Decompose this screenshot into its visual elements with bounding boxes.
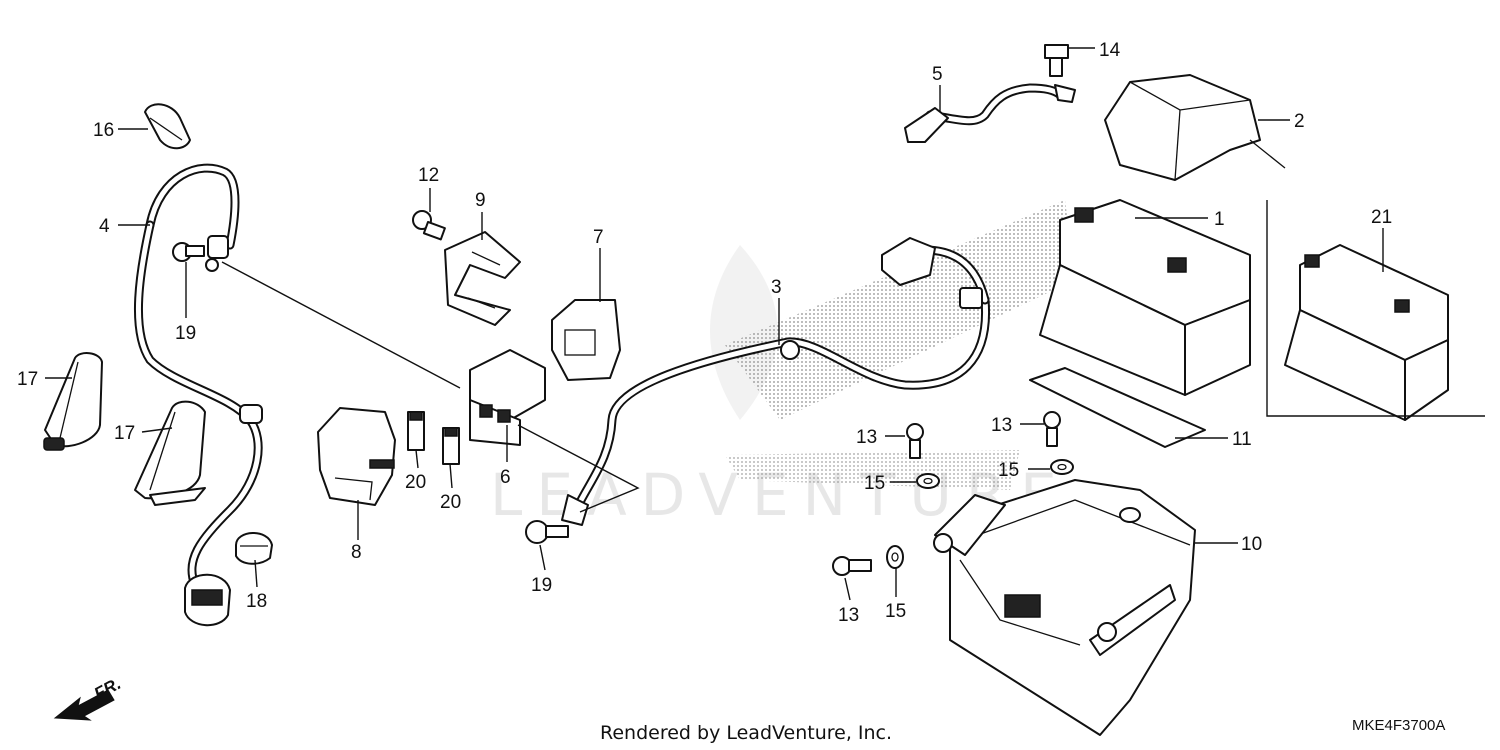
callouts: 1 2 3 4 5 6 7 8 9 10 11 12 13 13 13 14 1…	[17, 40, 1392, 626]
callout-19a: 19	[175, 323, 196, 344]
callout-6: 6	[500, 467, 511, 488]
callout-3: 3	[771, 277, 782, 298]
part-13-bolt-mid	[906, 423, 924, 459]
callout-13b: 13	[991, 415, 1012, 436]
part-11-pad	[1029, 367, 1206, 448]
part-9-bracket	[444, 231, 521, 326]
part-13-bolt-right	[1043, 411, 1061, 447]
callout-11: 11	[1232, 429, 1252, 450]
front-direction-indicator: FR.	[53, 674, 124, 721]
callout-2: 2	[1294, 111, 1305, 132]
part-4-harness	[133, 163, 263, 627]
shading	[725, 200, 1075, 490]
part-20-fuse-a	[407, 411, 425, 451]
part-18-clamp	[235, 532, 273, 565]
part-12-bolt	[412, 210, 446, 241]
part-21-battery	[1284, 244, 1449, 421]
callout-10: 10	[1241, 534, 1262, 555]
part-8-cover	[317, 407, 396, 506]
callout-5: 5	[932, 64, 943, 85]
callout-20a: 20	[405, 472, 426, 493]
part-1-battery	[1039, 199, 1251, 396]
callout-15c: 15	[885, 601, 906, 622]
connection-lines	[221, 261, 640, 513]
callout-17b: 17	[114, 423, 135, 444]
callout-18: 18	[246, 591, 267, 612]
callout-16: 16	[93, 120, 114, 141]
callout-13c: 13	[838, 605, 859, 626]
part-15-washer-right	[1050, 459, 1074, 475]
part-20-fuse-b	[442, 427, 460, 465]
callout-4: 4	[99, 216, 110, 237]
callout-7: 7	[593, 227, 604, 248]
part-16-clamp	[144, 103, 191, 150]
callout-17a: 17	[17, 369, 38, 390]
part-19-bolt-center	[525, 520, 569, 544]
part-15-washer-low	[886, 545, 904, 569]
part-2-cover	[1104, 74, 1286, 181]
part-17-cover-upper	[43, 352, 103, 451]
callout-20b: 20	[440, 492, 461, 513]
part-14-bolt	[1044, 44, 1069, 77]
callout-21: 21	[1371, 207, 1392, 228]
part-7-boot	[551, 299, 621, 381]
front-arrow-icon	[53, 689, 115, 721]
callout-12: 12	[418, 165, 439, 186]
part-10-battery-case	[933, 479, 1196, 736]
part-15-washer-mid	[916, 473, 940, 489]
diagram-code: MKE4F3700A	[1352, 717, 1445, 734]
callout-14: 14	[1099, 40, 1121, 61]
callout-15b: 15	[998, 460, 1019, 481]
callout-19b: 19	[531, 575, 552, 596]
callout-8: 8	[351, 542, 362, 563]
callout-9: 9	[475, 190, 486, 211]
callout-1: 1	[1214, 209, 1225, 230]
part-17-cover-lower	[134, 400, 206, 506]
part-19-bolt-left	[172, 242, 205, 262]
part-6-relay	[469, 349, 546, 446]
part-13-bolt-low	[832, 556, 872, 576]
leader-lines	[45, 47, 1384, 601]
callout-15a: 15	[864, 473, 885, 494]
inset-frame	[1266, 200, 1485, 417]
part-5-cable	[904, 83, 1076, 143]
part-3-cable	[561, 237, 991, 526]
callout-13a: 13	[856, 427, 877, 448]
credit-text: Rendered by LeadVenture, Inc.	[600, 722, 892, 744]
